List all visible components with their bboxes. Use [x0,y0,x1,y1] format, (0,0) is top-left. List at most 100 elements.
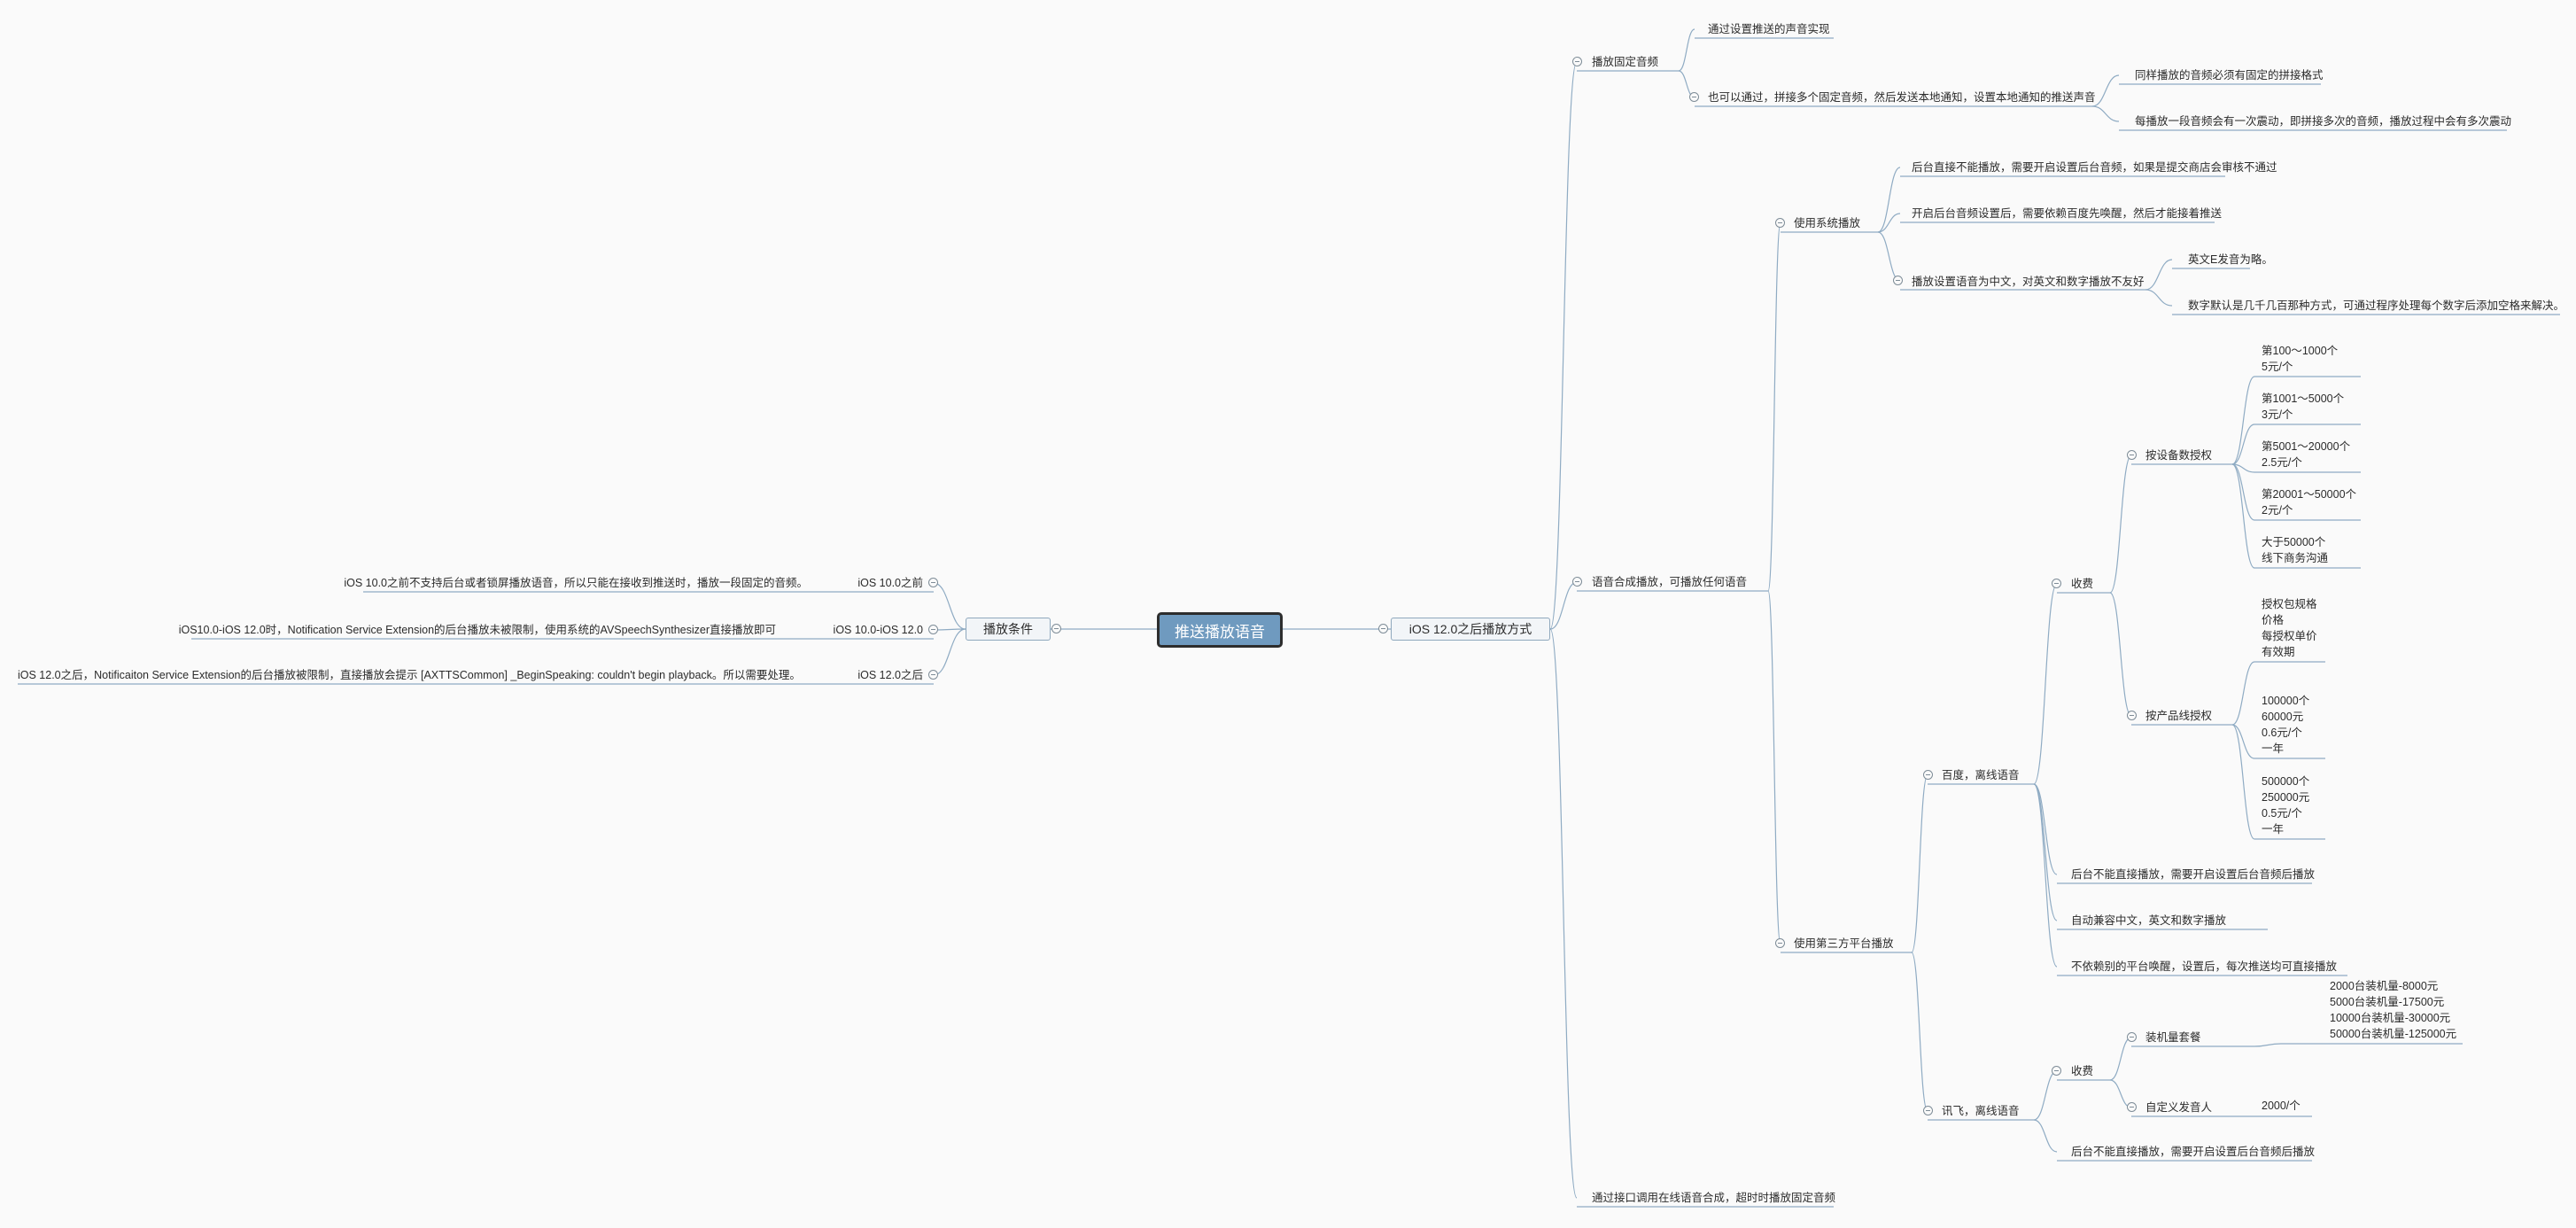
topic-ios12-after[interactable]: iOS 12.0之后 [857,669,923,681]
tier-device-4[interactable]: 第20001～50000个 2元/个 [2262,488,2357,517]
topic-fixed-audio[interactable]: 播放固定音频 [1592,56,1659,68]
connector-line [1767,590,1781,944]
topic-device-auth[interactable]: 按设备数授权 [2145,449,2213,462]
topic-custom-speaker[interactable]: 自定义发音人 [2145,1101,2213,1114]
connector-line [933,582,966,630]
collapse-icon[interactable] [2127,1032,2137,1042]
collapse-icon[interactable] [1923,770,1933,780]
note-english-e[interactable]: 英文E发音为略。 [2188,253,2273,266]
collapse-icon[interactable] [1689,92,1699,102]
connector-line [2033,1119,2058,1153]
connector-line [2109,1037,2132,1081]
collapse-icon[interactable] [2127,711,2137,720]
topic-system-lang[interactable]: 播放设置语音为中文，对英文和数字播放不友好 [1912,276,2145,288]
topic-product-auth[interactable]: 按产品线授权 [2145,710,2213,722]
connector-line [2231,463,2255,521]
topic-third-party[interactable]: 使用第三方平台播放 [1794,937,1894,950]
topic-play-conditions[interactable]: 播放条件 [966,618,1051,641]
connector-line [1678,28,1695,72]
tier-device-3[interactable]: 第5001～20000个 2.5元/个 [2262,440,2351,469]
connector-line [2231,661,2255,726]
note-baidu-compat[interactable]: 自动兼容中文，英文和数字播放 [2071,914,2227,927]
topic-online-tts[interactable]: 通过接口调用在线语音合成，超时时播放固定音频 [1592,1192,1836,1204]
topic-ios10-before[interactable]: iOS 10.0之前 [857,577,923,589]
connector-line [2033,583,2058,785]
collapse-icon[interactable] [928,578,938,587]
connector-line [1877,213,1901,233]
tier-device-5[interactable]: 大于50000个 线下商务沟通 [2262,536,2329,564]
collapse-icon[interactable] [1378,624,1388,633]
topic-ios10-12[interactable]: iOS 10.0-iOS 12.0 [833,624,923,636]
tier-product-2[interactable]: 500000个 250000元 0.5元/个 一年 [2262,775,2310,836]
tier-device-1[interactable]: 第100～1000个 5元/个 [2262,345,2339,373]
topic-xunfei[interactable]: 讯飞，离线语音 [1942,1105,2020,1117]
root-topic[interactable]: 推送播放语音 [1157,612,1283,648]
note-baidu-bg[interactable]: 后台不能直接播放，需要开启设置后台音频后播放 [2071,868,2316,881]
topic-baidu[interactable]: 百度，离线语音 [1942,769,2020,781]
collapse-icon[interactable] [928,625,938,634]
topic-system-play[interactable]: 使用系统播放 [1794,217,1861,229]
collapse-icon[interactable] [1572,577,1582,587]
connector-line [2254,1043,2282,1047]
note-concat-format[interactable]: 同样播放的音频必须有固定的拼接格式 [2135,69,2324,82]
connector-line [2231,376,2255,465]
collapse-icon[interactable] [1893,276,1903,285]
note-ios10-12[interactable]: iOS10.0-iOS 12.0时，Notification Service E… [178,624,776,636]
topic-tts[interactable]: 语音合成播放，可播放任何语音 [1592,576,1748,588]
collapse-icon[interactable] [1572,57,1582,66]
topic-baidu-fee[interactable]: 收费 [2071,578,2094,590]
connector-line [2145,289,2173,307]
connector-line [2145,259,2173,291]
topic-concat-audio[interactable]: 也可以通过，拼接多个固定音频，然后发送本地通知，设置本地通知的推送声音 [1708,91,2096,104]
collapse-icon[interactable] [2127,450,2137,460]
note-system-wake[interactable]: 开启后台音频设置后，需要依赖百度先唤醒，然后才能接着推送 [1912,207,2223,220]
note-ios12-after[interactable]: iOS 12.0之后，Notificaiton Service Extensio… [18,669,801,681]
connector-line [2091,105,2120,122]
collapse-icon[interactable] [2052,579,2061,588]
collapse-icon[interactable] [1775,218,1785,228]
connector-line [1877,167,1901,233]
note-speaker-price[interactable]: 2000/个 [2262,1100,2301,1112]
connector-line [2109,592,2132,717]
note-install-prices[interactable]: 2000台装机量-8000元 5000台装机量-17500元 10000台装机量… [2330,980,2457,1040]
note-number-space[interactable]: 数字默认是几千几百那种方式，可通过程序处理每个数字后添加空格来解决。 [2188,299,2565,312]
connector-line [2091,74,2120,107]
connector-line [933,628,966,676]
topic-install-package[interactable]: 装机量套餐 [2145,1031,2201,1044]
connector-line [2231,724,2255,759]
connector-line [1549,628,1578,1199]
tier-device-2[interactable]: 第1001～5000个 3元/个 [2262,392,2345,421]
tier-product-1[interactable]: 100000个 60000元 0.6元/个 一年 [2262,695,2310,755]
connector-line [1767,222,1781,592]
note-baidu-wake[interactable]: 不依赖别的平台唤醒，设置后，每次推送均可直接播放 [2071,960,2338,973]
topic-xunfei-fee[interactable]: 收费 [2071,1065,2094,1077]
connector-line [1549,61,1578,630]
connector-line [2033,783,2058,968]
note-push-sound[interactable]: 通过设置推送的声音实现 [1708,23,1830,35]
tier-product-header[interactable]: 授权包规格 价格 每授权单价 有效期 [2262,598,2317,658]
note-xunfei-bg[interactable]: 后台不能直接播放，需要开启设置后台音频后播放 [2071,1146,2316,1158]
topic-ios12-method[interactable]: iOS 12.0之后播放方式 [1391,618,1550,641]
connector-line [933,628,966,631]
connector-line [2033,783,2058,875]
collapse-icon[interactable] [928,670,938,680]
note-system-bg[interactable]: 后台直接不能播放，需要开启设置后台音频，如果是提交商店会审核不通过 [1912,161,2277,174]
connector-line [2231,724,2255,840]
connector-line [2109,455,2132,594]
note-concat-vibrate[interactable]: 每播放一段音频会有一次震动，即拼接多次的音频，播放过程中会有多次震动 [2135,115,2512,128]
connector-line [1911,952,1928,1112]
connector-line [2231,463,2255,473]
collapse-icon[interactable] [1051,624,1061,633]
note-ios10-before[interactable]: iOS 10.0之前不支持后台或者锁屏播放语音，所以只能在接收到推送时，播放一段… [344,577,808,589]
connector-line [2231,424,2255,465]
connector-line [1911,774,1928,953]
connector-line [2033,783,2058,921]
collapse-icon[interactable] [2127,1102,2137,1112]
collapse-icon[interactable] [2052,1066,2061,1076]
connector-line [2033,1070,2058,1121]
connector-line [1877,231,1901,282]
collapse-icon[interactable] [1775,938,1785,948]
collapse-icon[interactable] [1923,1106,1933,1115]
